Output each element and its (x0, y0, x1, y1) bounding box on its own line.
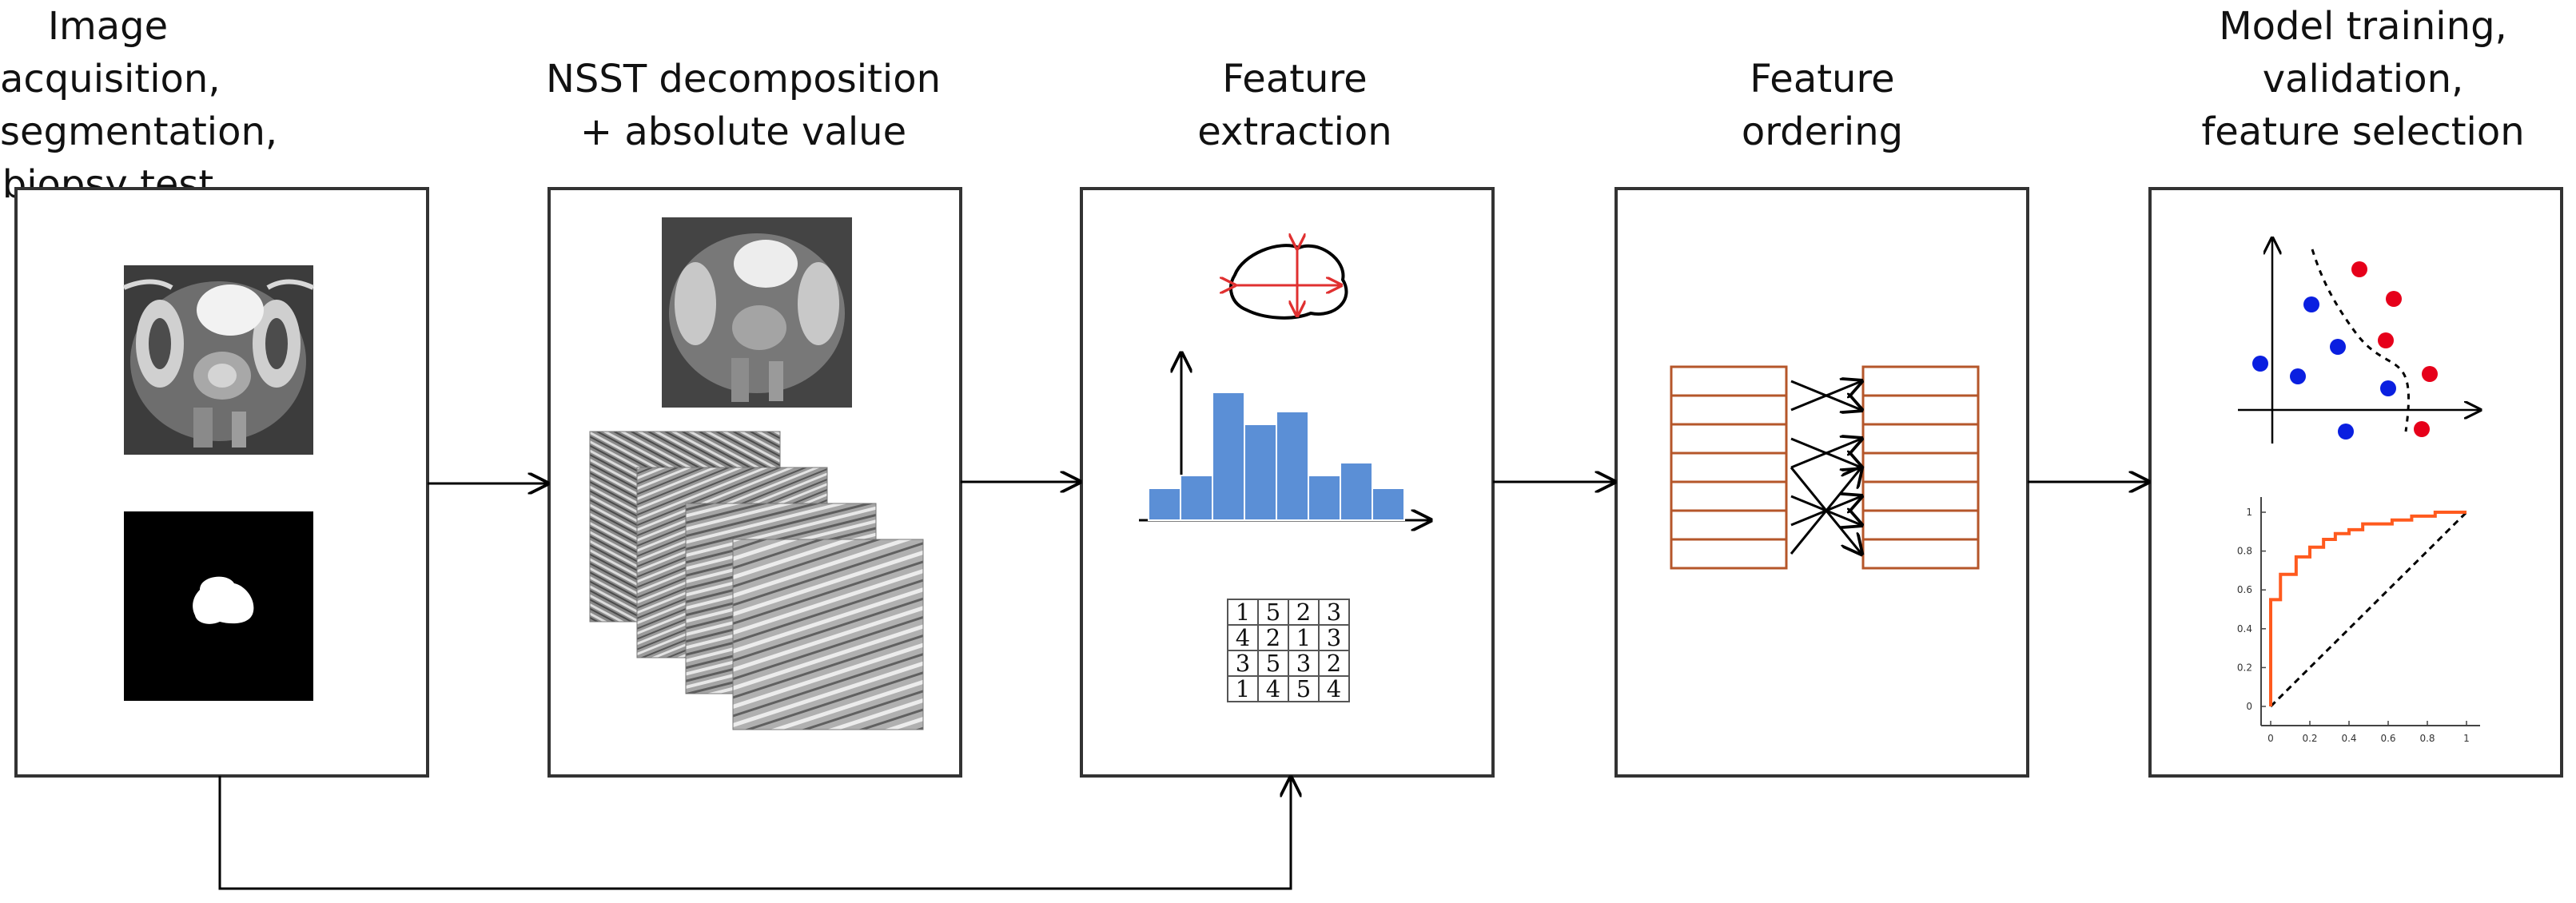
stage-title-extraction: Feature extraction (1197, 57, 1392, 154)
feature-grid-cell: 1 (1227, 599, 1259, 626)
feature-grid-cell: 4 (1257, 675, 1289, 702)
histogram-bar (1340, 462, 1373, 521)
ordering-arrow (1790, 467, 1861, 555)
roc-x-tick-label: 0.4 (2341, 733, 2356, 744)
histogram-bar (1308, 475, 1341, 521)
feature-grid-cell: 2 (1318, 650, 1350, 677)
feature-grid-cell: 3 (1318, 599, 1350, 626)
roc-x-tick-label: 0.6 (2380, 733, 2395, 744)
feature-ordering-diagram (1670, 365, 1980, 570)
ordering-arrow (1790, 439, 1861, 469)
roc-x-tick-label: 0.2 (2302, 733, 2317, 744)
scatter-point-class-a (2252, 356, 2268, 372)
nsst-subband-stack (589, 431, 924, 730)
scatter-point-class-b (2414, 421, 2430, 437)
stage-box-training (2148, 187, 2563, 778)
ordered-feature-slot (1861, 452, 1980, 483)
arrow-acquisition-to-extraction (218, 776, 1291, 890)
scatter-point-class-b (2386, 291, 2402, 307)
feature-slot (1670, 423, 1788, 455)
feature-grid-cell: 4 (1227, 624, 1259, 651)
stage-title-training: Model training, validation, feature sele… (2201, 4, 2525, 154)
histogram-bar (1212, 392, 1245, 521)
feature-grid-cell: 2 (1257, 624, 1289, 651)
feature-grid-cell: 2 (1288, 599, 1320, 626)
scatter-point-class-a (2380, 380, 2396, 396)
feature-grid-cell: 3 (1227, 650, 1259, 677)
ordering-arrow (1790, 381, 1861, 412)
ordered-feature-slot (1861, 423, 1980, 455)
scatter-point-class-a (2290, 368, 2306, 384)
feature-grid-cell: 1 (1227, 675, 1259, 702)
nsst-source-image (662, 217, 852, 408)
histogram-bar (1244, 424, 1277, 521)
roc-y-tick-label: 0.2 (2237, 662, 2252, 673)
feature-grid-cell: 3 (1318, 624, 1350, 651)
roc-x-tick-label: 0 (2267, 733, 2274, 744)
roc-y-tick-label: 0.4 (2237, 623, 2252, 634)
feature-grid-cell: 5 (1257, 650, 1289, 677)
scatter-plot (2238, 238, 2480, 444)
ordered-feature-slot (1861, 394, 1980, 426)
roc-y-tick-label: 0 (2246, 701, 2252, 712)
histogram-bar (1372, 487, 1405, 521)
ordered-feature-slot (1861, 480, 1980, 512)
feature-grid-cell: 1 (1288, 624, 1320, 651)
scatter-point-class-b (2378, 332, 2394, 348)
shape-feature-icon (1231, 245, 1348, 320)
histogram-bar (1276, 411, 1309, 521)
scatter-point-class-b (2351, 261, 2367, 277)
feature-slot (1670, 394, 1788, 426)
histogram-chart (1139, 353, 1431, 520)
roc-y-tick-label: 0.8 (2237, 546, 2252, 557)
feature-slot (1670, 365, 1788, 397)
ordered-feature-slot (1861, 365, 1980, 397)
ordered-feature-slot (1861, 538, 1980, 570)
histogram-bar (1180, 475, 1213, 521)
roc-x-tick-label: 1 (2463, 733, 2470, 744)
roc-x-tick-label: 0.8 (2419, 733, 2435, 744)
feature-grid-cell: 5 (1257, 599, 1289, 626)
feature-slot (1670, 538, 1788, 570)
scatter-point-class-a (2330, 339, 2346, 355)
feature-slot (1670, 480, 1788, 512)
stage-title-nsst: NSST decomposition + absolute value (545, 57, 942, 154)
mri-image (122, 265, 315, 455)
roc-chance-line (2269, 511, 2468, 708)
scatter-point-class-a (2303, 296, 2319, 312)
scatter-point-class-a (2338, 424, 2354, 440)
stage-title-ordering: Feature ordering (1741, 57, 1904, 154)
feature-slot (1670, 509, 1788, 541)
feature-grid-cell: 3 (1288, 650, 1320, 677)
roc-y-tick-label: 1 (2246, 507, 2252, 518)
feature-grid-cell: 4 (1318, 675, 1350, 702)
roc-y-tick-label: 0.6 (2237, 584, 2252, 595)
roc-chart: 0 0.2 0.4 0.6 0.8 1 0 0.2 0.4 0.6 0.8 1 (2237, 497, 2480, 744)
scatter-point-class-b (2422, 366, 2438, 382)
feature-grid-cell: 5 (1288, 675, 1320, 702)
histogram-bar (1148, 487, 1181, 521)
feature-slot (1670, 452, 1788, 483)
segmentation-mask (124, 511, 313, 701)
roc-curve (2269, 511, 2467, 706)
ordered-feature-slot (1861, 509, 1980, 541)
